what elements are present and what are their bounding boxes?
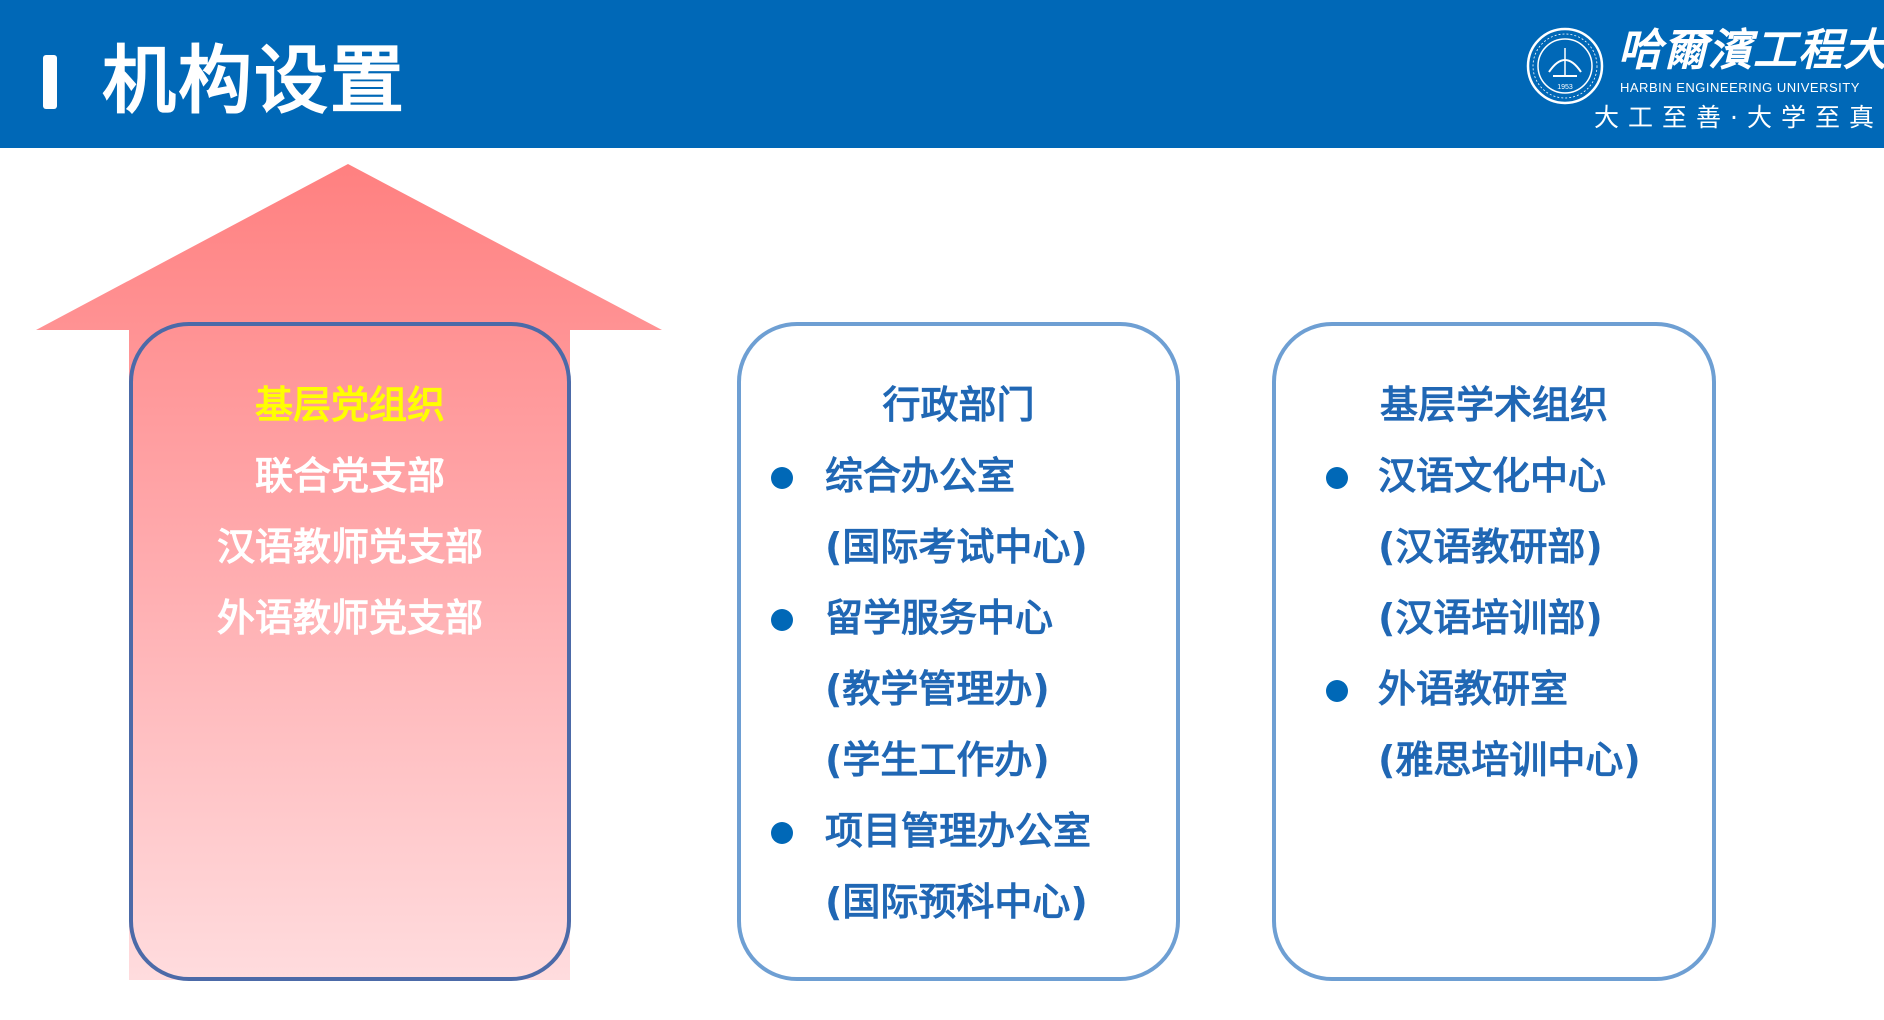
academic-item-sub: (汉语培训部) <box>1378 596 1603 640</box>
list-item: 汉语文化中心 <box>1276 441 1712 512</box>
academic-item-sub: (雅思培训中心) <box>1378 738 1641 782</box>
admin-item-name: 项目管理办公室 <box>825 809 1092 853</box>
arrow-shape <box>36 164 662 980</box>
bullet-icon <box>771 822 793 844</box>
university-seal-icon: 1953 <box>1526 27 1604 105</box>
academic-organizations-box: 基层学术组织 汉语文化中心 (汉语教研部) (汉语培训部) 外语教研室 (雅思培… <box>1272 322 1716 981</box>
academic-item-name: 外语教研室 <box>1378 667 1569 711</box>
admin-item-name: 综合办公室 <box>825 454 1016 498</box>
seal-year: 1953 <box>1557 84 1573 91</box>
university-name-en: HARBIN ENGINEERING UNIVERSITY <box>1620 80 1860 95</box>
bullet-icon <box>1326 680 1348 702</box>
list-subitem: (汉语培训部) <box>1276 583 1712 654</box>
list-subitem: (学生工作办) <box>741 725 1176 796</box>
bullet-icon <box>1326 467 1348 489</box>
bullet-icon <box>771 467 793 489</box>
academic-item-sub: (汉语教研部) <box>1378 525 1603 569</box>
admin-item-sub: (国际预科中心) <box>825 880 1088 924</box>
admin-item-name: 留学服务中心 <box>825 596 1054 640</box>
list-item: 留学服务中心 <box>741 583 1176 654</box>
list-item: 外语教研室 <box>1276 654 1712 725</box>
admin-heading: 行政部门 <box>882 383 1035 427</box>
party-organization-box: 基层党组织 联合党支部 汉语教师党支部 外语教师党支部 <box>129 322 571 981</box>
list-subitem: (汉语教研部) <box>1276 512 1712 583</box>
party-item: 联合党支部 <box>254 454 445 498</box>
list-subitem: (教学管理办) <box>741 654 1176 725</box>
list-item: 项目管理办公室 <box>741 796 1176 867</box>
party-heading: 基层党组织 <box>254 383 445 427</box>
bullet-icon <box>771 609 793 631</box>
admin-item-sub: (国际考试中心) <box>825 525 1088 569</box>
list-subitem: (雅思培训中心) <box>1276 725 1712 796</box>
up-arrow-graphic <box>36 164 662 980</box>
admin-item-sub: (学生工作办) <box>825 738 1050 782</box>
list-subitem: (国际预科中心) <box>741 867 1176 938</box>
academic-heading: 基层学术组织 <box>1379 383 1608 427</box>
header-bar: 机构设置 1953 哈爾濱工程大学 HARBIN ENGINEERING UNI… <box>0 0 1884 148</box>
list-item: 综合办公室 <box>741 441 1176 512</box>
page-title: 机构设置 <box>102 38 406 124</box>
university-name-cn: 哈爾濱工程大学 <box>1618 25 1884 76</box>
list-subitem: (国际考试中心) <box>741 512 1176 583</box>
academic-item-name: 汉语文化中心 <box>1378 454 1607 498</box>
administrative-departments-box: 行政部门 综合办公室 (国际考试中心) 留学服务中心 (教学管理办) (学生工作… <box>737 322 1180 981</box>
university-motto: 大工至善·大学至真 <box>1594 103 1883 132</box>
admin-item-sub: (教学管理办) <box>825 667 1050 711</box>
party-item: 汉语教师党支部 <box>216 525 483 569</box>
title-accent-bar <box>43 55 57 109</box>
party-item: 外语教师党支部 <box>216 596 483 640</box>
